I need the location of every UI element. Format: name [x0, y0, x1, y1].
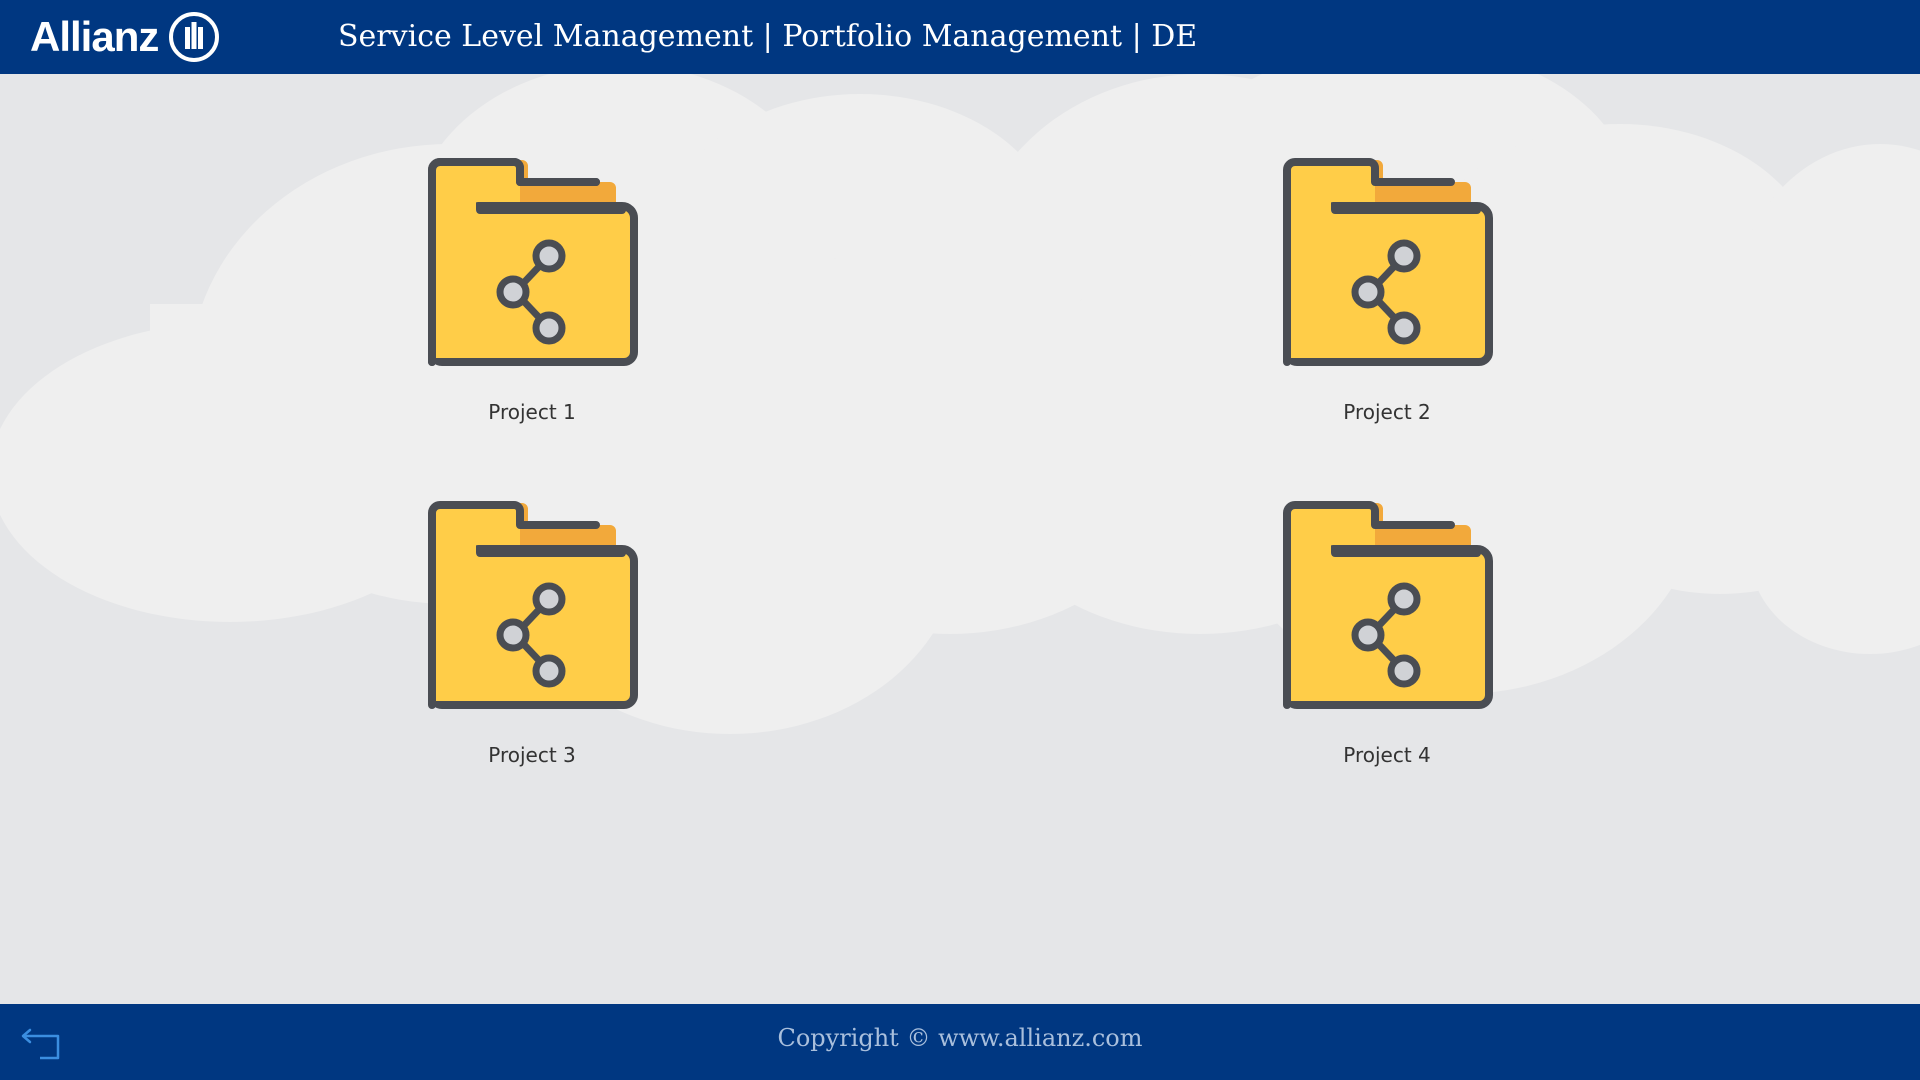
- project-tile-1[interactable]: Project 1: [402, 152, 662, 424]
- project-label: Project 3: [488, 743, 576, 767]
- shared-folder-icon: [1283, 501, 1493, 709]
- cloud-background: [0, 74, 1920, 734]
- allianz-logo[interactable]: Allianz: [30, 10, 220, 64]
- header-bar: Allianz Service Level Management | Portf…: [0, 0, 1920, 74]
- project-tile-4[interactable]: Project 4: [1257, 495, 1517, 767]
- logo-text: Allianz: [30, 13, 159, 60]
- project-label: Project 2: [1343, 400, 1431, 424]
- shared-folder-icon: [428, 501, 638, 709]
- copyright-text: Copyright © www.allianz.com: [777, 1024, 1143, 1052]
- project-label: Project 4: [1343, 743, 1431, 767]
- footer-bar: Copyright © www.allianz.com: [0, 1004, 1920, 1080]
- main-content: Project 1 Project 2: [0, 74, 1920, 1004]
- allianz-eagle-icon: [169, 12, 220, 62]
- shared-folder-icon: [1283, 158, 1493, 366]
- project-label: Project 1: [488, 400, 576, 424]
- back-arrow-icon[interactable]: [18, 1026, 64, 1066]
- shared-folder-icon: [428, 158, 638, 366]
- project-tile-3[interactable]: Project 3: [402, 495, 662, 767]
- page-title: Service Level Management | Portfolio Man…: [338, 19, 1198, 54]
- project-tile-2[interactable]: Project 2: [1257, 152, 1517, 424]
